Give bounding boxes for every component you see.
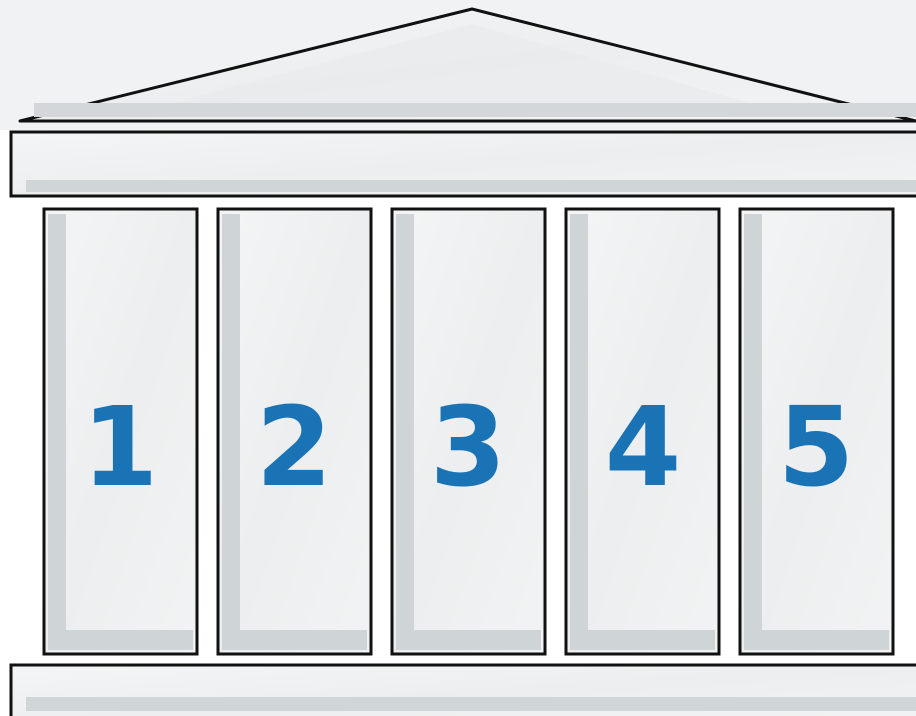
pillar-1: 1 [44, 209, 197, 654]
pillars-group: 1 2 3 4 [44, 209, 893, 654]
pillar-number-5: 5 [778, 383, 855, 511]
pillar-3: 3 [392, 209, 545, 654]
pillar-number-4: 4 [605, 383, 682, 511]
pillar-number-1: 1 [82, 383, 159, 511]
pillar-number-2: 2 [256, 383, 333, 511]
foundation-base [11, 665, 916, 716]
pillar-2: 2 [218, 209, 371, 654]
pillar-number-3: 3 [430, 383, 507, 511]
entablature-beam [11, 132, 916, 196]
pillar-5: 5 [740, 209, 893, 654]
pillar-4: 4 [566, 209, 719, 654]
